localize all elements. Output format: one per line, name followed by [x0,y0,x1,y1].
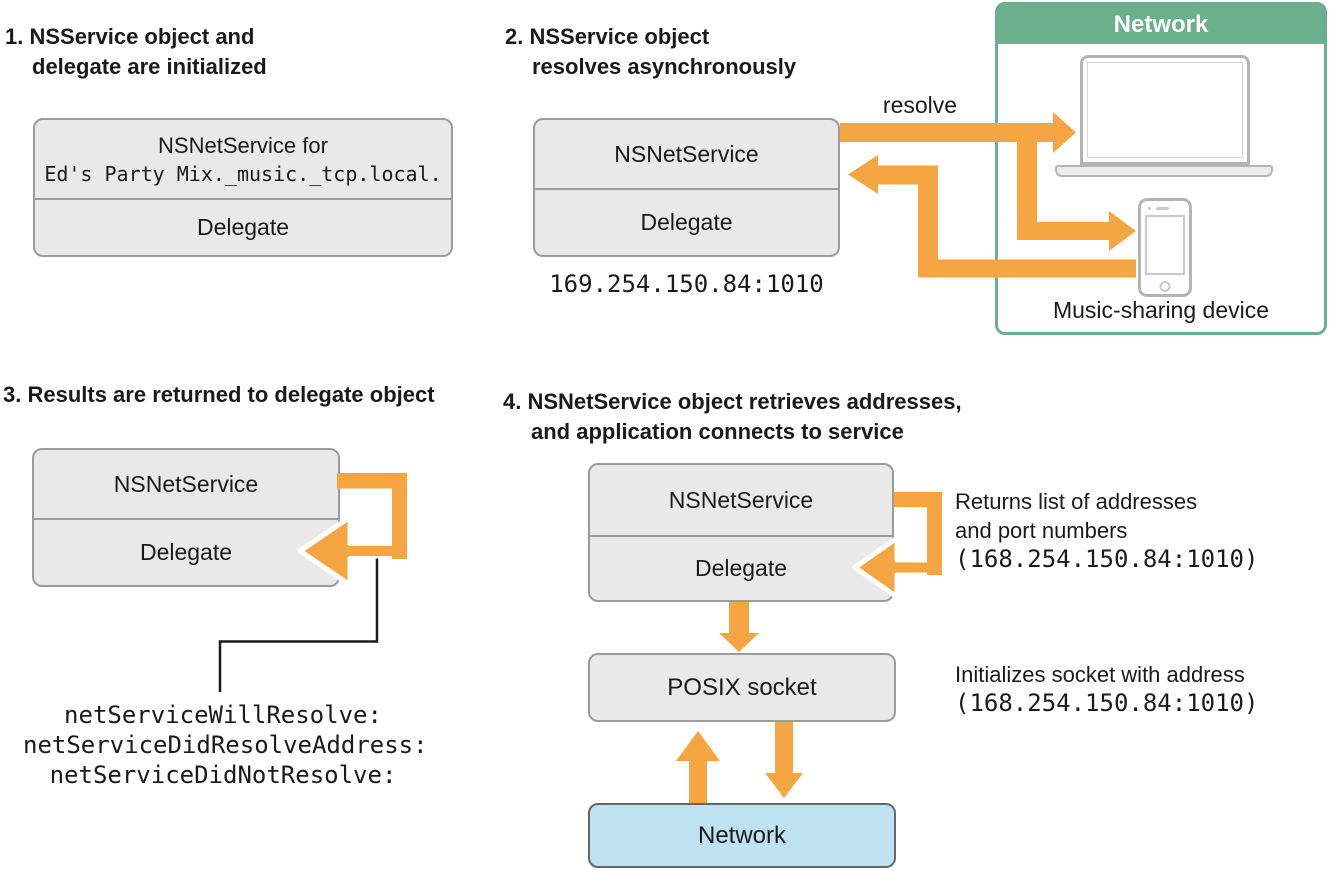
step1-title-line1: 1. NSService object and [5,24,255,49]
step4-title-line2: and application connects to service [531,419,904,444]
network-box-label: Network [697,821,787,849]
callback-will-resolve: netServiceWillResolve: [64,701,382,729]
smartphone-icon [1138,198,1192,297]
step3-nsnetservice-box: NSNetService Delegate [32,448,340,587]
network-box: Network [588,803,896,868]
step4-box-nsnetservice-label: NSNetService [590,465,892,537]
step1-title-line2: delegate are initialized [32,54,267,79]
delegate-to-posix-arrow [719,602,759,652]
music-sharing-device-label: Music-sharing device [1052,297,1270,323]
delegate-callback-list: netServiceWillResolve: netServiceDidReso… [23,700,428,790]
posix-to-network-arrow [765,722,803,798]
laptop-base [1055,165,1273,177]
returns-addresses-note: Returns list of addresses and port numbe… [955,487,1258,574]
step2-resolved-address: 169.254.150.84:1010 [549,270,824,298]
network-panel-title: Network [998,5,1324,44]
phone-camera-dot [1148,207,1151,210]
returns-note-line2: and port numbers [955,518,1128,543]
returns-note-address: (168.254.150.84:1010) [955,545,1259,573]
step2-title-line1: 2. NSService object [505,24,710,49]
step1-nsnetservice-box: NSNetService for Ed's Party Mix._music._… [33,118,453,257]
step1-box-service-label: NSNetService for [158,132,328,158]
laptop-screen [1087,62,1243,158]
resolve-label: resolve [882,92,958,118]
laptop-icon [1080,55,1250,165]
step2-box-delegate-label: Delegate [640,209,733,235]
step4-nsnetservice-box: NSNetService Delegate [588,463,894,602]
step3-title: 3. Results are returned to delegate obje… [3,382,435,407]
phone-screen [1145,215,1185,275]
step2-title-line2: resolves asynchronously [532,54,797,79]
callback-did-resolve-address: netServiceDidResolveAddress: [23,731,428,759]
step2-box-nsnetservice-label: NSNetService [535,120,838,190]
network-to-posix-arrow [676,731,720,803]
callback-did-not-resolve: netServiceDidNotResolve: [49,761,397,789]
posix-socket-label: POSIX socket [667,673,817,701]
posix-socket-box: POSIX socket [588,653,896,722]
step1-box-top-section: NSNetService for Ed's Party Mix._music._… [35,120,451,200]
init-note-line1: Initializes socket with address [955,662,1245,687]
step4-title-line1: 4. NSNetService object retrieves address… [503,389,962,414]
init-note-address: (168.254.150.84:1010) [955,689,1259,717]
step1-box-service-name: Ed's Party Mix._music._tcp.local. [44,161,442,186]
initializes-socket-note: Initializes socket with address (168.254… [955,660,1258,718]
step2-nsnetservice-box: NSNetService Delegate [533,118,840,257]
phone-home-button [1159,281,1171,292]
step1-box-delegate-label: Delegate [196,214,290,240]
phone-speaker-slot [1156,207,1169,210]
returns-note-line1: Returns list of addresses [955,489,1198,514]
step3-box-delegate-label: Delegate [139,539,233,565]
step3-box-nsnetservice-label: NSNetService [34,450,338,520]
step4-box-delegate-label: Delegate [694,555,788,581]
